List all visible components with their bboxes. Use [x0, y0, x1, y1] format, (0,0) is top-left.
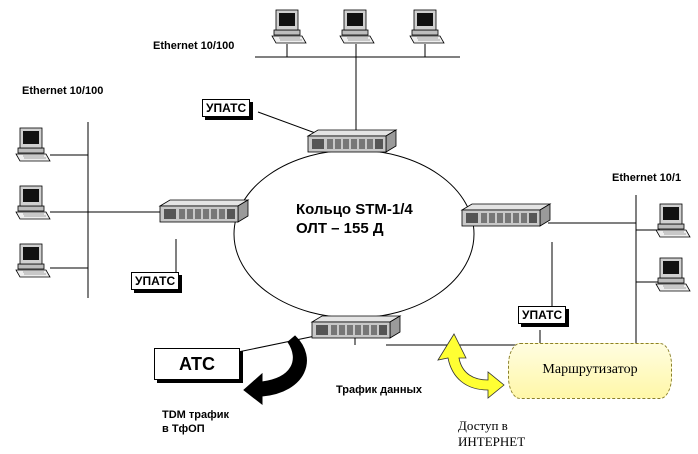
workstation-icon [15, 185, 51, 220]
router-label: Маршрутизатор [542, 362, 638, 377]
pbx-box-left: УПАТС [131, 272, 180, 290]
data-traffic-label: Трафик данных [336, 384, 422, 396]
router-shape: Маршрутизатор [508, 343, 672, 399]
workstation-icon [271, 9, 307, 44]
ring-title-line1: Кольцо STM-1/4 [296, 201, 413, 218]
workstation-icon [339, 9, 375, 44]
workstation-icon [655, 203, 691, 238]
tdm-traffic-line2: в ТфОП [162, 423, 205, 435]
internet-access-line1: Доступ в [458, 418, 508, 433]
internet-access-line2: ИНТЕРНЕТ [458, 434, 526, 449]
ring-title: Кольцо STM-1/4 ОЛТ – 155 Д [296, 200, 413, 238]
multiplexer-icon [159, 199, 249, 223]
ethernet-label-top: Ethernet 10/100 [153, 40, 235, 52]
ethernet-label-right: Ethernet 10/1 [612, 172, 682, 184]
pbx-box-top: УПАТС [202, 99, 251, 117]
pbx-box-right: УПАТС [518, 306, 567, 324]
multiplexer-icon [311, 315, 401, 339]
tdm-traffic-label: TDM трафик в ТфОП [162, 408, 229, 436]
ring-title-line2: ОЛТ – 155 Д [296, 220, 384, 237]
multiplexer-icon [307, 129, 397, 153]
workstation-icon [409, 9, 445, 44]
workstation-icon [15, 127, 51, 162]
internet-access-label: Доступ в ИНТЕРНЕТ [458, 418, 525, 450]
workstation-icon [15, 243, 51, 278]
curved-arrow-icon [243, 335, 307, 406]
multiplexer-icon [461, 203, 551, 227]
tdm-traffic-line1: TDM трафик [162, 409, 229, 421]
ethernet-label-left: Ethernet 10/100 [22, 85, 104, 97]
workstation-icon [655, 257, 691, 292]
exchange-box: АТС [154, 348, 240, 380]
curved-arrow-icon [437, 333, 505, 399]
